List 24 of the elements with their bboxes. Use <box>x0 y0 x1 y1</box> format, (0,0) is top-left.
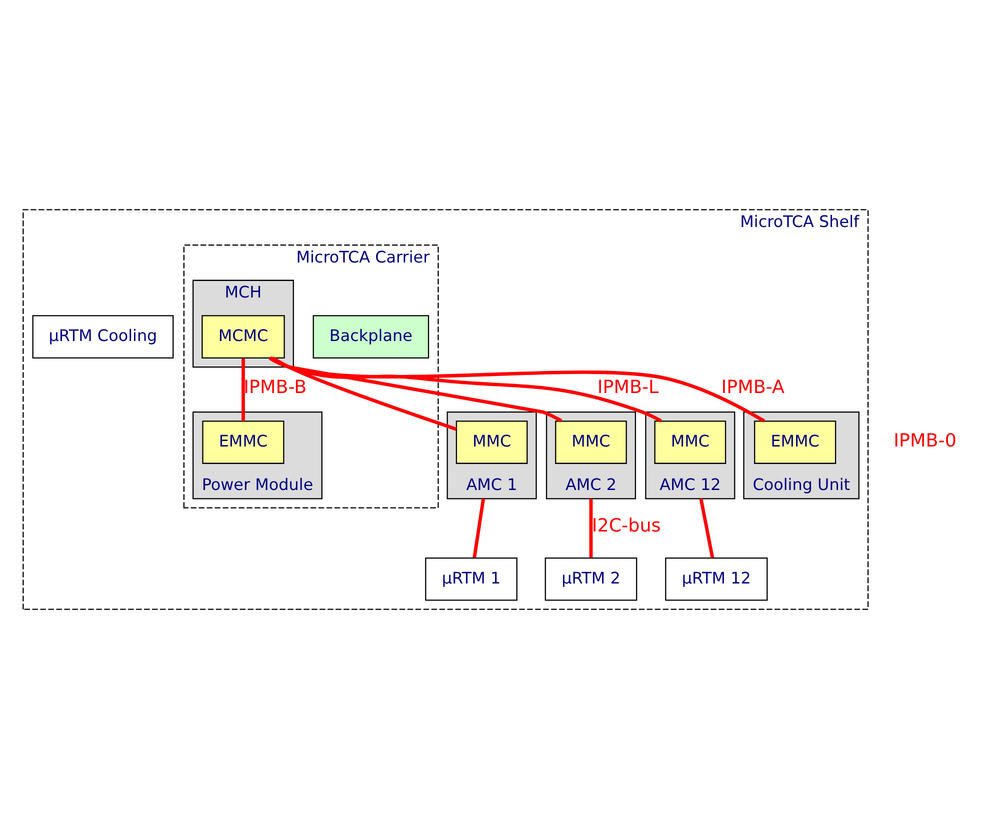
label: IPMB-0 <box>893 430 956 452</box>
node-box: µRTM 1 <box>424 557 517 601</box>
node-box: EMMC <box>754 420 836 464</box>
node-box: µRTM 2 <box>544 557 637 601</box>
connector <box>269 356 562 422</box>
connector <box>268 356 765 423</box>
node-box: MMC <box>654 420 726 464</box>
node-box: Backplane <box>312 315 429 358</box>
edge-label: IPMB-A <box>720 377 784 398</box>
node-box: µRTM Cooling <box>32 315 174 358</box>
connector <box>472 498 485 558</box>
edge-label: IPMB-L <box>596 377 658 398</box>
connector <box>268 356 662 423</box>
node-box: MCMC <box>201 315 284 358</box>
node-box: µRTM 12 <box>664 557 768 601</box>
node-box: MMC <box>554 420 626 464</box>
connector <box>271 356 456 431</box>
connector <box>698 498 714 558</box>
connector <box>241 358 244 422</box>
edge-label: I2C-bus <box>591 516 660 537</box>
edge-label: IPMB-B <box>243 377 306 398</box>
node-box: EMMC <box>202 420 284 464</box>
node-box: MMC <box>455 420 528 464</box>
connector <box>588 498 592 558</box>
